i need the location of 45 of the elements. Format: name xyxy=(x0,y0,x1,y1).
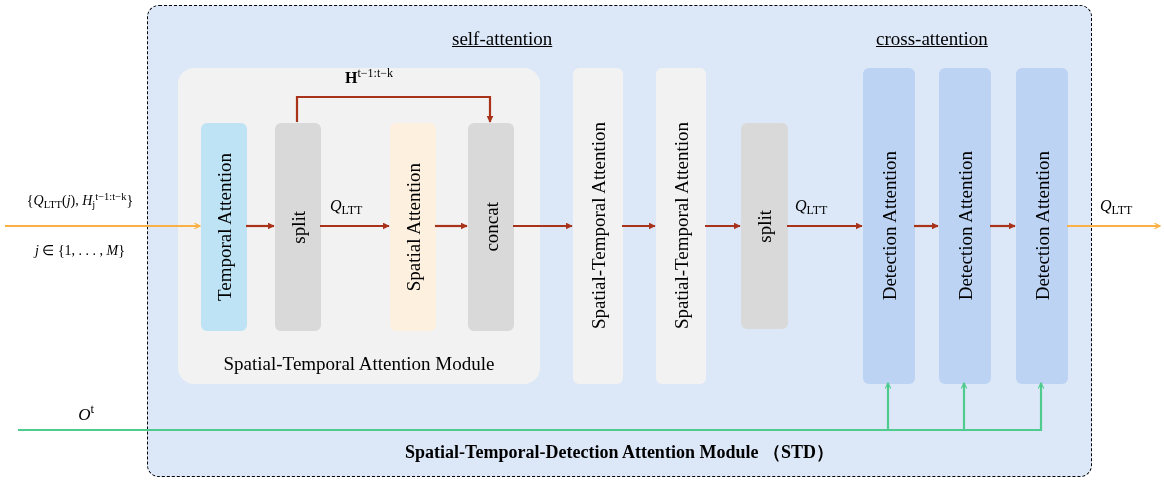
arrow xyxy=(513,222,573,230)
module-title: Spatial-Temporal-Detection Attention Module （STD） xyxy=(405,441,834,464)
arrow xyxy=(295,95,494,123)
box-label: Spatial-Temporal Attention xyxy=(588,122,608,330)
arrow xyxy=(705,222,741,230)
process-box xyxy=(939,68,991,384)
edge-label: Q$_{LTT}$ xyxy=(795,198,828,214)
edge-label: H$^{t−1:t−k}$ xyxy=(345,70,393,86)
arrow xyxy=(787,222,863,230)
box-label: split xyxy=(288,210,308,244)
edge-label: Q$_{LTT}$ xyxy=(330,198,363,214)
box-label: Detection Attention xyxy=(1032,151,1052,301)
process-box xyxy=(1016,68,1068,384)
process-box xyxy=(390,123,436,331)
section-heading: self-attention xyxy=(452,27,553,51)
input-formula: O$^{t}$ xyxy=(78,405,94,423)
process-box xyxy=(741,123,788,329)
box-label: Detection Attention xyxy=(955,151,975,301)
input-formula: {Q$_{LTT}$(j), H$_{j}$$^{t−1:t−k}$} xyxy=(26,194,134,208)
box-label: Detection Attention xyxy=(879,151,899,301)
arrow xyxy=(914,222,939,230)
module-title: Spatial-Temporal Attention Module xyxy=(223,351,495,376)
arrow xyxy=(246,222,275,230)
arrow xyxy=(622,222,656,230)
box-label: concat xyxy=(481,202,501,252)
module-panel xyxy=(178,68,540,384)
arrow xyxy=(435,222,468,230)
module-panel xyxy=(147,5,1092,477)
box-label: Spatial Attention xyxy=(403,162,423,292)
process-box xyxy=(275,123,321,331)
box-label: Spatial-Temporal Attention xyxy=(671,122,691,330)
arrow xyxy=(5,222,201,230)
edge-label: Q$_{LTT}$ xyxy=(1100,198,1133,214)
process-box xyxy=(468,123,514,331)
arrow xyxy=(990,222,1016,230)
process-box xyxy=(863,68,915,384)
input-formula: j ∈ {1, . . . , M} xyxy=(35,244,125,258)
box-label: Temporal Attention xyxy=(214,153,234,301)
section-heading: cross-attention xyxy=(876,27,988,51)
process-box xyxy=(201,123,247,331)
process-box xyxy=(573,68,623,384)
arrow xyxy=(320,222,390,230)
box-label: split xyxy=(755,209,774,243)
arrow xyxy=(1067,222,1161,230)
process-box xyxy=(656,68,706,384)
